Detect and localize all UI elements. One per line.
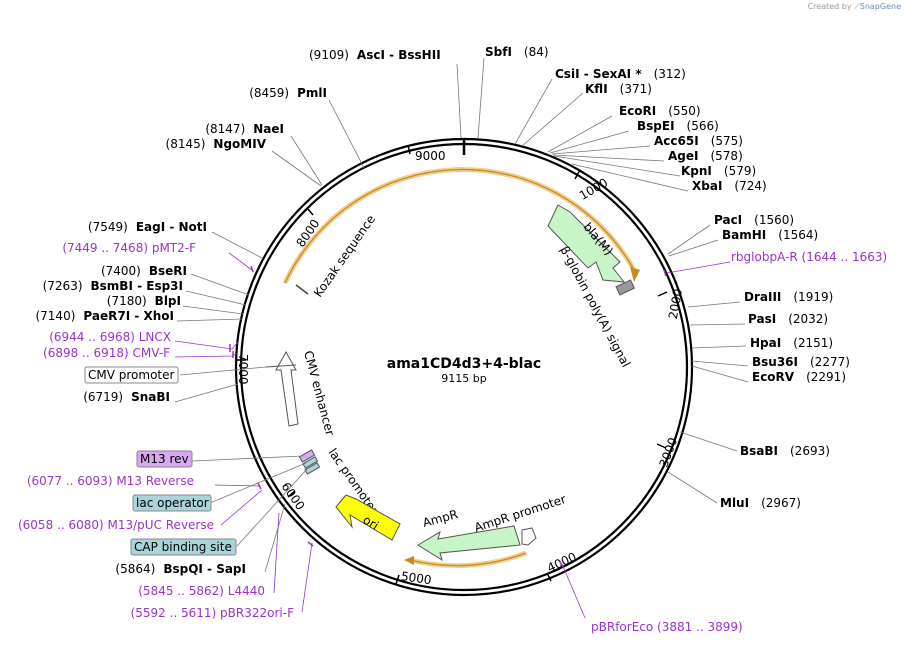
- primer-rbglobpa: rbglobpA-R (1644 .. 1663): [731, 250, 887, 264]
- enzyme-sbfI: SbfI(84): [485, 45, 549, 59]
- primer-cmvf: (6898 .. 6918) CMV-F: [43, 346, 170, 360]
- tick-marks: [237, 144, 668, 585]
- tick-label-5000: 5000: [400, 569, 432, 587]
- enzyme-bsaBI: BsaBI(2693): [740, 444, 830, 458]
- ampr-promoter-label: AmpR promoter: [473, 492, 568, 535]
- credit-prefix: Created by: [807, 2, 852, 11]
- primer-lncx: (6944 .. 6968) LNCX: [49, 330, 171, 344]
- primer-m13-reverse: (6077 .. 6093) M13 Reverse: [27, 474, 194, 488]
- primer-m13puc-reverse: (6058 .. 6080) M13/pUC Reverse: [18, 518, 214, 532]
- enzyme-ngoMIV: (8145)NgoMIV: [166, 137, 267, 151]
- cmv-enhancer-label: CMV enhancer: [301, 349, 337, 437]
- orf-arc-bottom-line: [409, 552, 527, 567]
- enzyme-acc65I: Acc65I(575): [654, 134, 743, 148]
- enzyme-ecoRV: EcoRV(2291): [752, 370, 846, 384]
- cmv-enhancer-feature: CMV enhancer: [275, 349, 337, 437]
- enzyme-hpaI: HpaI(2151): [750, 336, 833, 350]
- enzyme-leader-lines: [174, 57, 749, 573]
- enzyme-bspQI: (5864)BspQI - SapI: [115, 562, 246, 576]
- primer-site-markers: [229, 265, 667, 568]
- ampr-label: AmpR: [421, 507, 459, 530]
- enzyme-pacI: PacI(1560): [714, 213, 794, 227]
- tick-label-3000: 3000: [657, 436, 681, 469]
- credit-brand: SnapGene: [859, 2, 901, 11]
- enzyme-kpnI: KpnI(579): [681, 164, 756, 178]
- enzyme-ageI: AgeI(578): [668, 149, 743, 163]
- enzyme-bspEI: BspEI(566): [637, 119, 719, 133]
- enzyme-pasI: PasI(2032): [748, 312, 828, 326]
- tick-label-4000: 4000: [545, 550, 579, 576]
- tick-label-9000: 9000: [415, 149, 446, 163]
- enzyme-kflI: KflI(371): [585, 82, 652, 96]
- enzyme-eagI: (7549)EagI - NotI: [88, 220, 207, 234]
- enzyme-mluI: MluI(2967): [720, 496, 801, 510]
- enzyme-csiI: CsiI - SexAI *(312): [555, 67, 686, 81]
- primer-l4440: (5845 .. 5862) L4440: [138, 584, 265, 598]
- tick-label-2000: 2000: [666, 288, 685, 321]
- lac-operator-box-text: lac operator: [136, 496, 209, 510]
- cmv-promoter-stub: [265, 364, 297, 368]
- cmv-promoter-box: CMV promoter: [84, 366, 179, 384]
- lac-region-marks: [298, 449, 321, 475]
- primer-pbr322ori: (5592 .. 5611) pBR322ori-F: [131, 606, 295, 620]
- m13-rev-box: M13 rev: [136, 450, 193, 468]
- bla-feature: bla(M): [547, 204, 626, 283]
- orf-arrowhead-top: [630, 267, 640, 282]
- enzyme-bsmBI: (7263)BsmBI - Esp3I: [43, 279, 183, 293]
- orf-arc-top-line: [284, 168, 635, 284]
- enzyme-ascI: (9109)AscI - BssHII: [309, 48, 441, 62]
- primer-pbrforeco: pBRforEco (3881 .. 3899): [591, 620, 743, 634]
- cap-binding-box: CAP binding site: [130, 538, 237, 556]
- enzyme-bsu36I: Bsu36I(2277): [752, 355, 850, 369]
- enzyme-pmlI: (8459)PmlI: [249, 86, 327, 100]
- cmv-promoter-box-text: CMV promoter: [88, 368, 175, 382]
- enzyme-paeR7I: (7140)PaeR7I - XhoI: [35, 309, 174, 323]
- enzyme-blpI: (7180)BlpI: [107, 294, 181, 308]
- enzyme-snaBI: (6719)SnaBI: [83, 390, 170, 404]
- m13-rev-box-text: M13 rev: [140, 452, 189, 466]
- enzyme-ecoRI: EcoRI(550): [619, 104, 701, 118]
- primer-pmt2f: (7449 .. 7468) pMT2-F: [62, 241, 196, 255]
- primer-leader-lines: [174, 252, 731, 619]
- cap-binding-box-text: CAP binding site: [134, 540, 232, 554]
- enzyme-draIII: DraIII(1919): [744, 290, 833, 304]
- plasmid-length: 9115 bp: [441, 372, 486, 385]
- enzyme-naeI: (8147)NaeI: [205, 122, 284, 136]
- betaglobin-box: [615, 279, 636, 296]
- kozak-mark: [295, 284, 309, 295]
- snapgene-credit: Created by ⟋SnapGene: [808, 2, 901, 12]
- plasmid-name: ama1CD4d3+4-blac: [387, 356, 541, 372]
- enzyme-bamHI: BamHI(1564): [722, 228, 818, 242]
- lac-operator-box: lac operator: [132, 494, 212, 512]
- ampr-feature: AmpR AmpR promoter: [417, 492, 568, 562]
- snapgene-logo-icon: ⟋: [854, 2, 860, 11]
- boxed-leader-lines: [179, 366, 309, 547]
- enzyme-bseRI: (7400)BseRI: [101, 264, 187, 278]
- enzyme-xbaI: XbaI(724): [692, 179, 767, 193]
- orf-arrowhead-bottom: [404, 556, 414, 565]
